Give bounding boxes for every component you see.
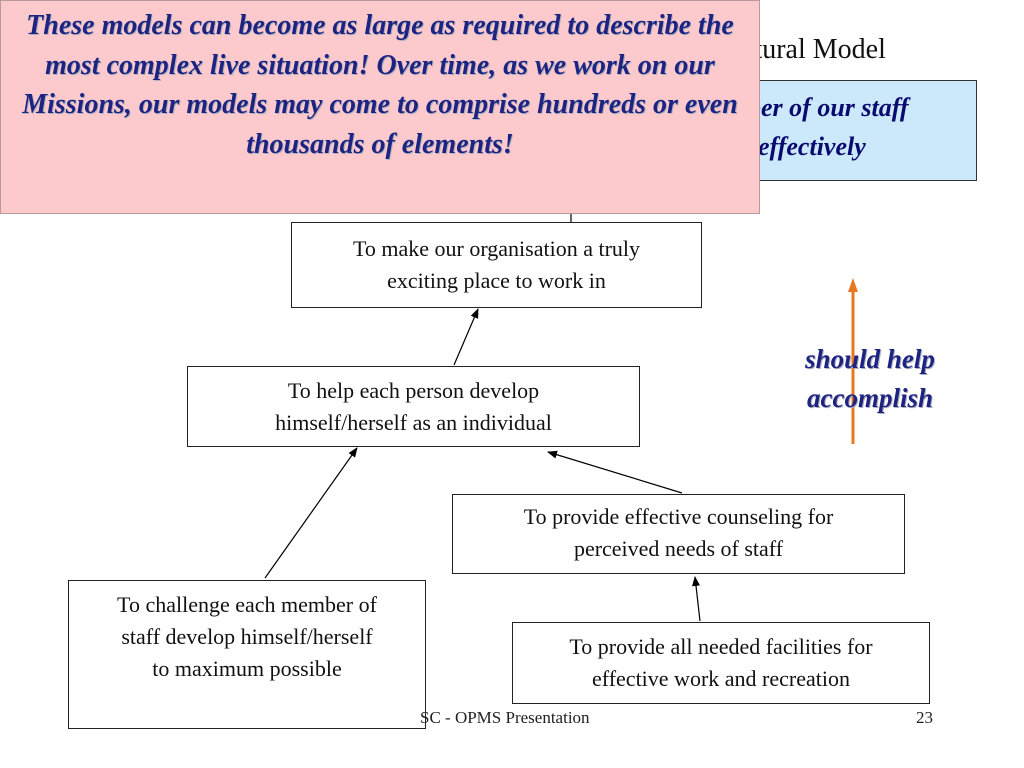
side-label-line-1: should help — [805, 344, 935, 374]
footer-text: SC - OPMS Presentation — [420, 708, 590, 727]
node-line: exciting place to work in — [387, 268, 606, 293]
callout-box — [0, 0, 760, 214]
node-line: himself/herself as an individual — [275, 410, 552, 435]
node-line: perceived needs of staff — [573, 536, 784, 561]
node-exciting-workplace: To make our organisation a truly excitin… — [291, 222, 702, 308]
side-label-line-2: accomplish — [807, 383, 933, 413]
slide-title: ctural Model — [742, 34, 886, 65]
node-line: To make our organisation a truly — [352, 236, 641, 261]
node-line: To provide effective counseling for — [523, 504, 834, 529]
node-line: To help each person develop — [287, 378, 540, 403]
top-goal-box — [722, 80, 977, 181]
page-number: 23 — [916, 708, 933, 727]
node-line: effective work and recreation — [592, 666, 850, 691]
node-line: To challenge each member of — [117, 592, 377, 617]
callout-text: These models can become as large as requ… — [22, 10, 738, 160]
node-individual-development: To help each person develop himself/hers… — [187, 366, 640, 447]
top-goal-line-2: effectively — [758, 132, 866, 161]
node-challenge-staff: To challenge each member of staff develo… — [68, 580, 426, 729]
node-line: to maximum possible — [152, 656, 342, 681]
arrow-n3-to-n2 — [547, 450, 683, 494]
arrow-n4-to-n2 — [264, 447, 358, 579]
arrow-n2-to-n1 — [453, 308, 479, 366]
node-counseling: To provide effective counseling for perc… — [452, 494, 905, 574]
should-help-accomplish-label: should help accomplish — [770, 340, 970, 418]
node-line: staff develop himself/herself — [121, 624, 373, 649]
node-facilities: To provide all needed facilities for eff… — [512, 622, 930, 704]
arrow-n5-to-n3 — [692, 576, 701, 622]
top-goal-text: ber of our staff effectively — [748, 88, 909, 166]
top-goal-line-1: ber of our staff — [748, 93, 909, 122]
node-line: To provide all needed facilities for — [569, 634, 873, 659]
